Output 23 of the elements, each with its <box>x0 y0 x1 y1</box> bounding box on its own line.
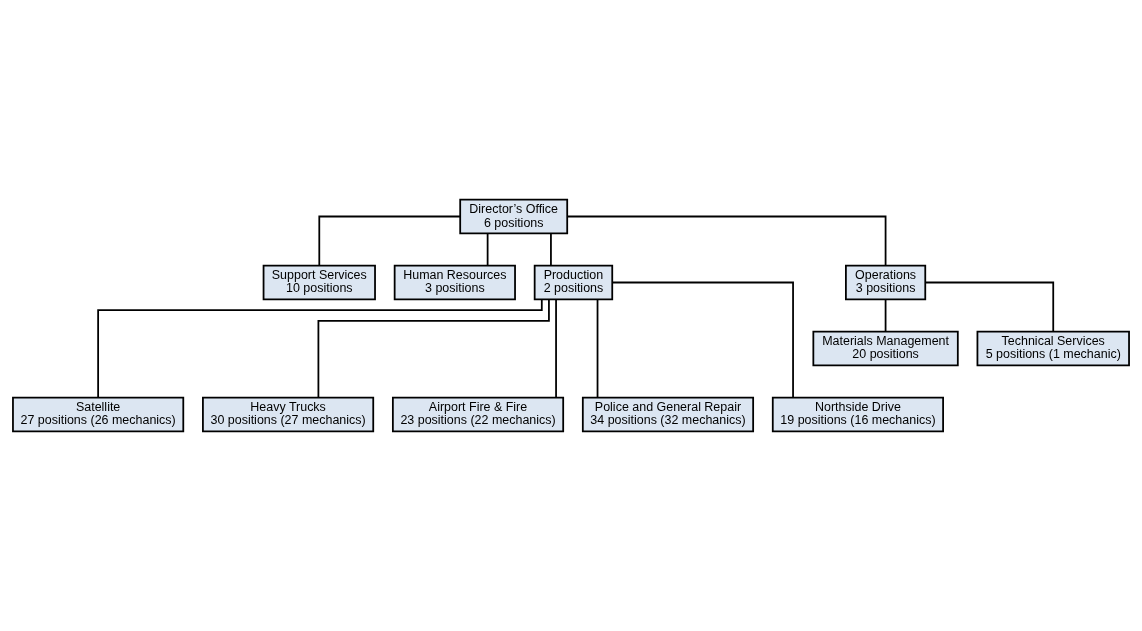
connector <box>611 281 794 399</box>
node-box: Support Services 10 positions <box>262 264 376 301</box>
node-box: Northside Drive 19 positions (16 mechanics) <box>771 396 944 433</box>
node-box: Airport Fire & Fire 23 positions (22 mechanics) <box>391 396 565 433</box>
node-box: Director’s Office 6 positions <box>459 198 569 235</box>
connector <box>566 215 887 267</box>
connector <box>486 232 489 267</box>
node-box: Police and General Repair 34 positions (32 mechanics) <box>581 396 755 433</box>
node-box: Satellite 27 positions (26 mechanics) <box>12 396 185 433</box>
node-box: Production 2 positions <box>533 264 614 301</box>
node-box: Heavy Trucks 30 positions (27 mechanics) <box>202 396 375 433</box>
node-box: Technical Services 5 positions (1 mechanic) <box>976 330 1130 367</box>
connector <box>555 298 557 399</box>
connector <box>317 298 550 399</box>
connector <box>924 281 1055 333</box>
connector <box>596 298 599 399</box>
node-box: Operations 3 positions <box>845 264 927 301</box>
connector <box>550 232 552 267</box>
node-box: Human Resources 3 positions <box>393 264 516 301</box>
connector <box>884 298 887 333</box>
connector <box>97 298 543 399</box>
connector <box>318 215 461 267</box>
node-box: Materials Management 20 positions <box>812 330 959 367</box>
